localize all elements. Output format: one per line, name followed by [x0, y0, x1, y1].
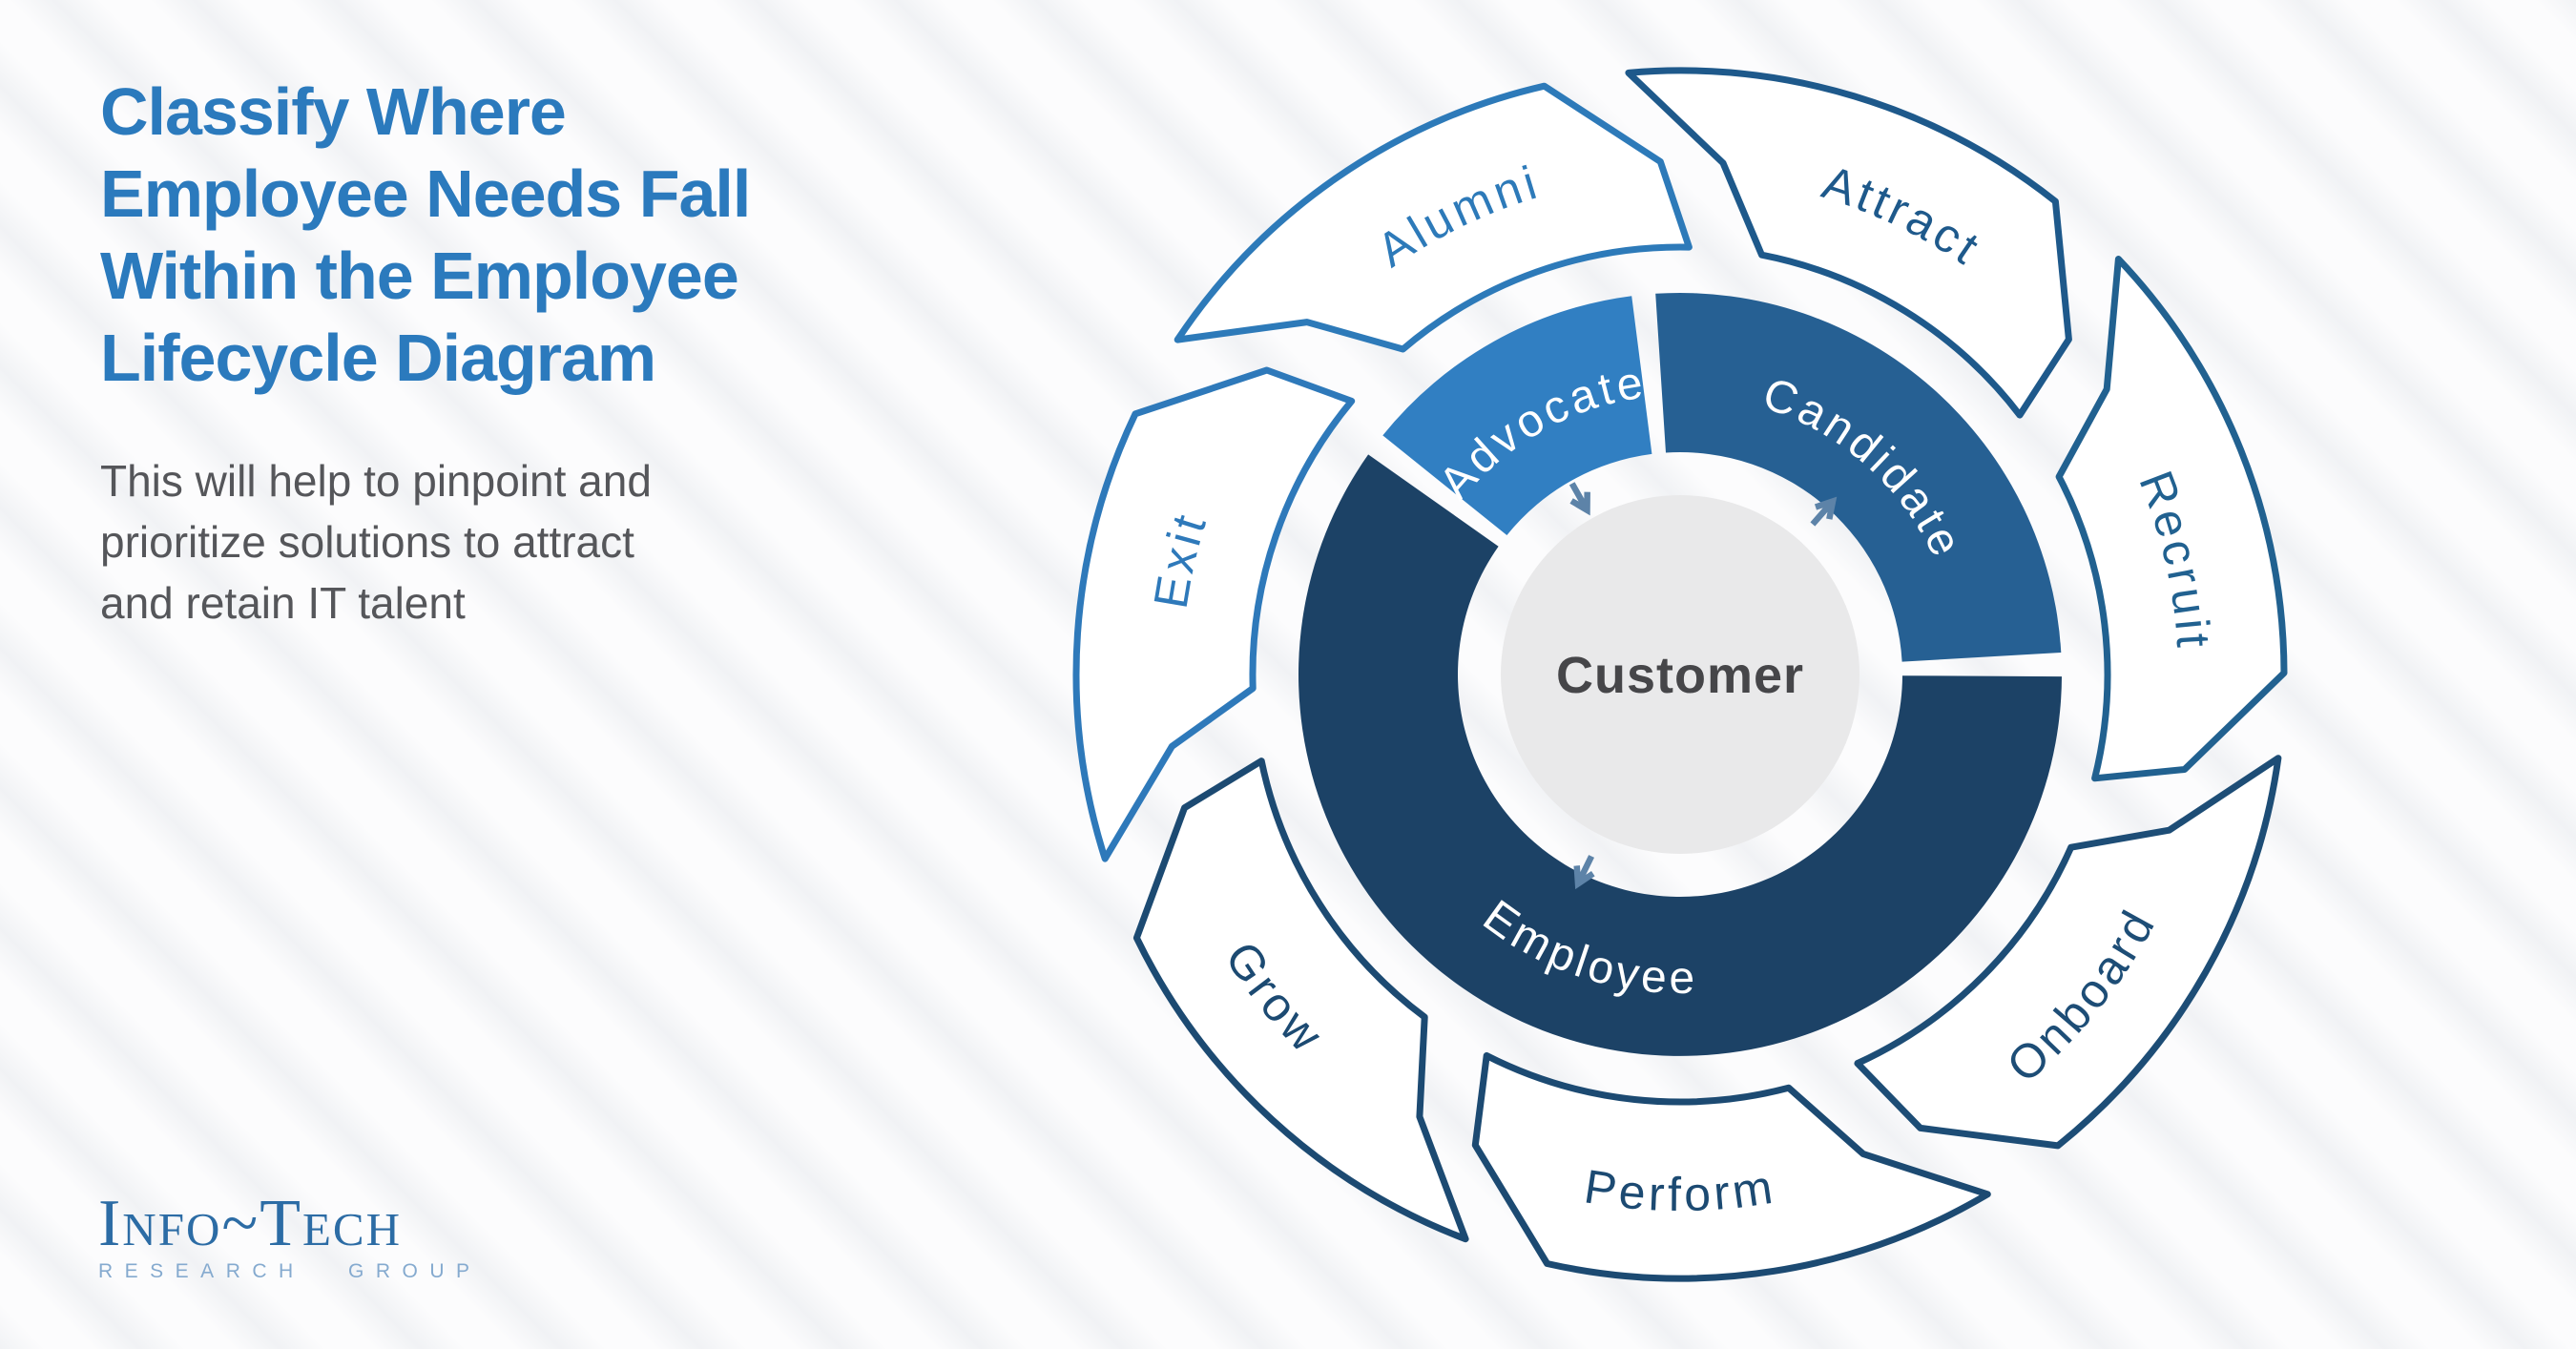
page-subtitle-line: and retain IT talent: [100, 578, 466, 628]
outer-arrow-onboard: [1854, 755, 2282, 1150]
customer-label: Customer: [1556, 647, 1804, 704]
ring-segment-employee: [1298, 454, 2062, 1056]
page-title-line: Lifecycle Diagram: [100, 321, 656, 395]
infotech-logo-wordmark: Info~Tech: [98, 1187, 402, 1260]
intro-block: Classify Where Employee Needs Fall Withi…: [100, 71, 1111, 633]
ring-segment-advocate: [1382, 296, 1652, 535]
outer-arrow-attract: [1625, 67, 2072, 419]
outer-arrow-perform: [1471, 1052, 1991, 1282]
page-subtitle-line: prioritize solutions to attract: [100, 517, 634, 567]
outer-arrow-label-perform: Perform: [1581, 1159, 1779, 1221]
infotech-logo-subtext: RESEARCH GROUP: [98, 1260, 482, 1282]
page-subtitle: This will help to pinpoint and prioritiz…: [100, 450, 1111, 633]
page-title: Classify Where Employee Needs Fall Withi…: [100, 71, 1111, 399]
outer-arrow-recruit: [2055, 256, 2288, 782]
infotech-logo: Info~Tech RESEARCH GROUP: [98, 1191, 482, 1283]
arrow-customer-to-candidate: [1810, 496, 1838, 527]
page-title-line: Classify Where: [100, 74, 567, 149]
customer-circle: [1501, 495, 1859, 854]
page-subtitle-line: This will help to pinpoint and: [100, 456, 652, 506]
ring-segment-candidate: [1655, 292, 2062, 662]
outer-arrow-exit: [1072, 366, 1356, 862]
arrow-advocate-to-customer: [1568, 482, 1590, 516]
outer-arrow-grow: [1132, 758, 1469, 1243]
page-title-line: Within the Employee: [100, 239, 739, 313]
page-title-line: Employee Needs Fall: [100, 156, 751, 231]
arrow-customer-to-employee: [1573, 855, 1595, 890]
outer-arrow-alumni: [1174, 82, 1693, 353]
